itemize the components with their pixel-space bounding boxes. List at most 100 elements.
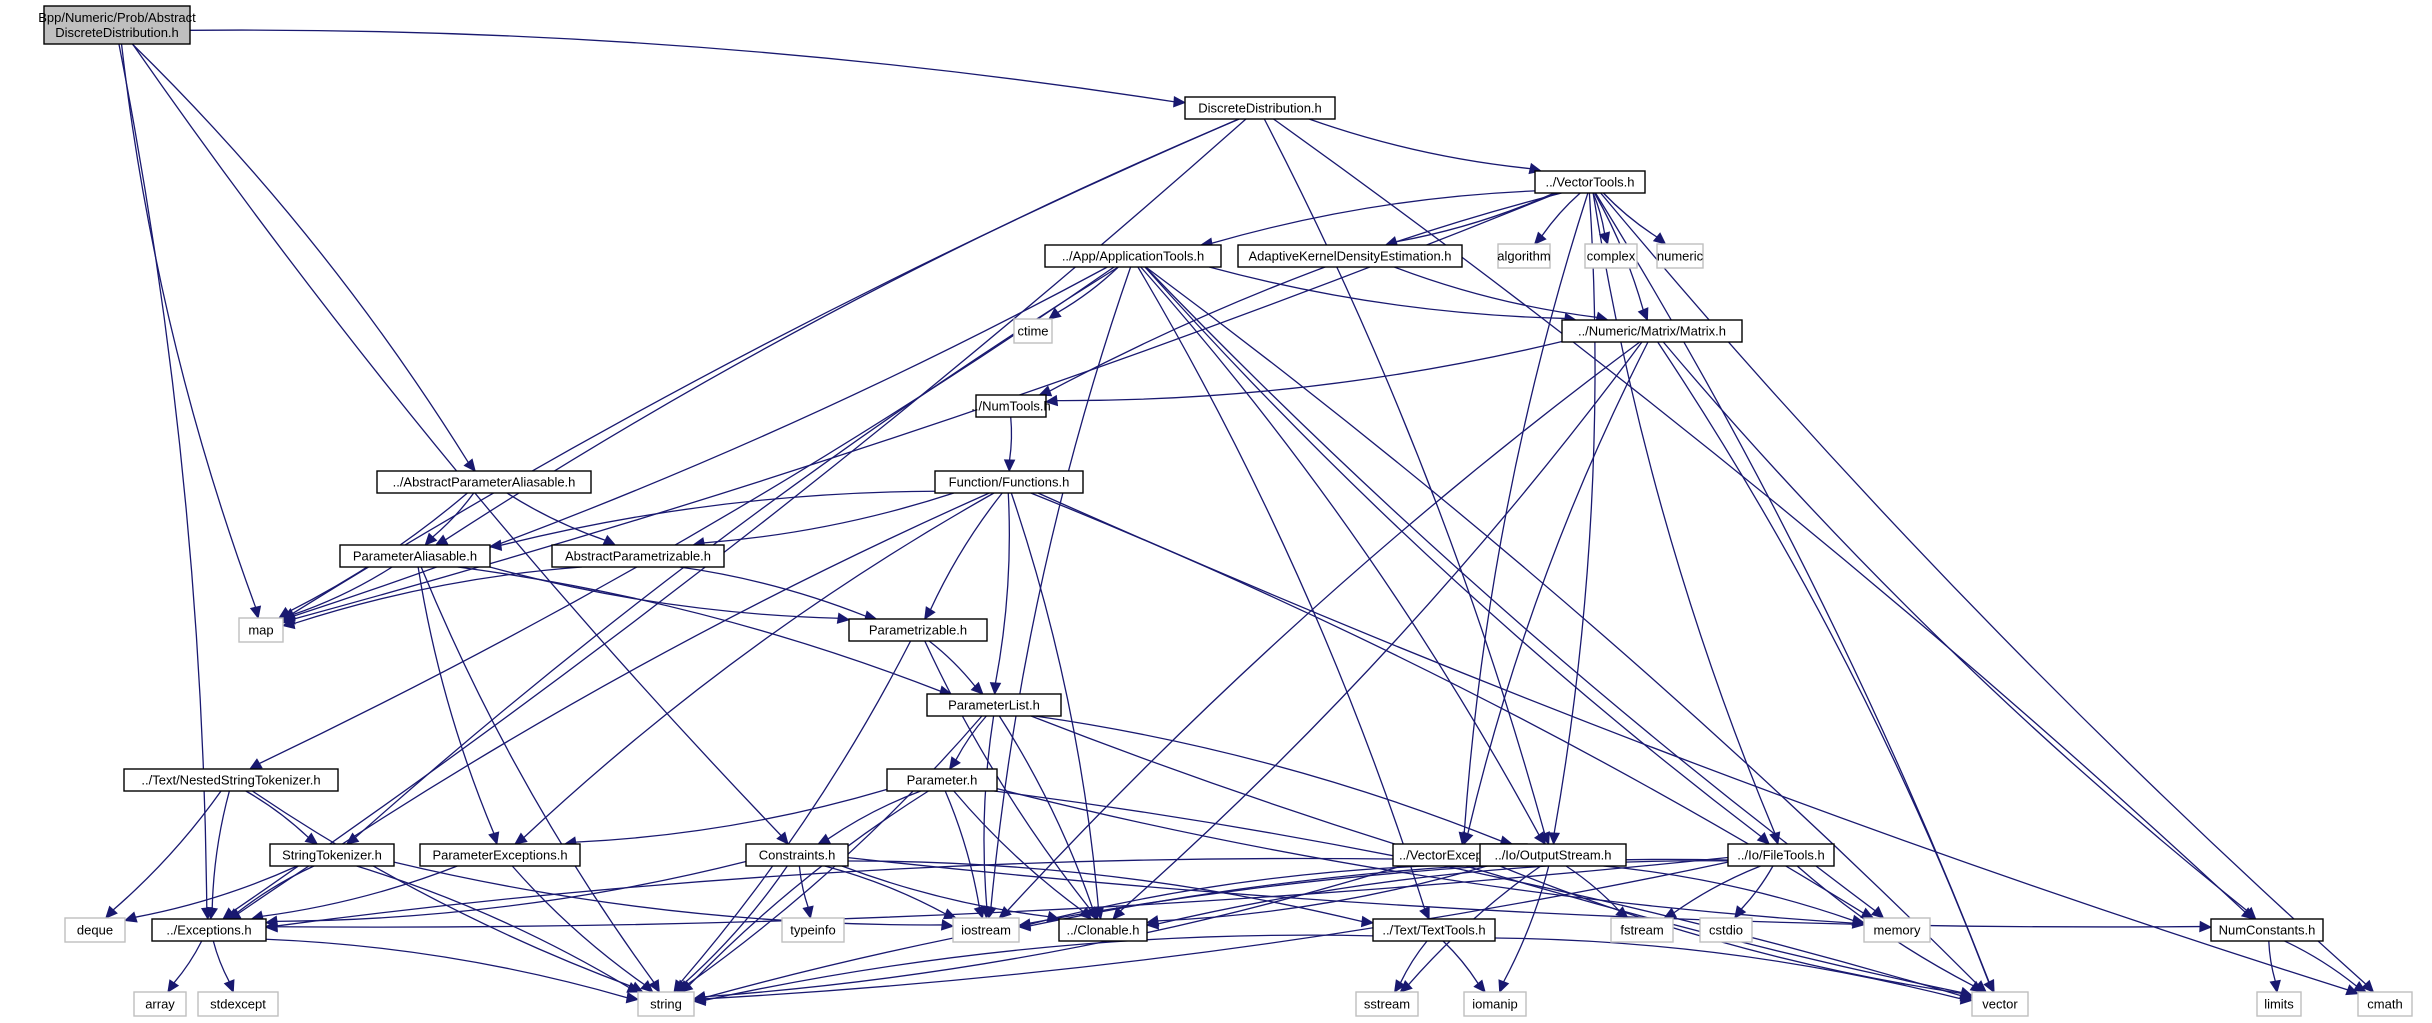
edge-line xyxy=(1208,266,1566,320)
node-algorithm: algorithm xyxy=(1497,243,1551,269)
edge-line xyxy=(929,492,1003,610)
edge-line xyxy=(1157,860,1729,925)
node-os[interactable]: ../Io/OutputStream.h xyxy=(1479,843,1627,867)
edge-ft-to-fstream xyxy=(1663,865,1761,919)
arrowhead-icon xyxy=(1860,907,1875,919)
edge-ft-to-clonable xyxy=(1145,860,1729,930)
node-ft[interactable]: ../Io/FileTools.h xyxy=(1727,843,1835,867)
node-st[interactable]: StringTokenizer.h xyxy=(269,843,395,867)
edge-vt-to-numeric xyxy=(1602,192,1667,245)
edge-line xyxy=(827,790,921,840)
edge-line xyxy=(511,865,645,986)
edge-line xyxy=(953,790,1084,913)
edge-line xyxy=(1740,865,1774,910)
edge-app-to-matrix xyxy=(1208,266,1578,325)
arrowhead-icon xyxy=(2345,984,2360,996)
node-pe[interactable]: ParameterExceptions.h xyxy=(419,843,581,867)
node-box xyxy=(1497,243,1551,269)
node-box xyxy=(1044,244,1222,268)
node-dd[interactable]: DiscreteDistribution.h xyxy=(1184,96,1336,120)
arrowhead-icon xyxy=(1173,95,1187,108)
edge-line xyxy=(1565,865,1620,912)
arrowhead-icon xyxy=(1112,906,1126,920)
arrowhead-icon xyxy=(226,908,240,920)
node-clonable[interactable]: ../Clonable.h xyxy=(1058,918,1148,942)
arrowhead-icon xyxy=(675,979,689,993)
node-label: AbstractParametrizable.h xyxy=(565,549,711,564)
edge-pa-to-pe xyxy=(417,566,500,846)
node-box xyxy=(1584,243,1638,269)
node-label: memory xyxy=(1874,923,1921,938)
edge-line xyxy=(292,266,1108,617)
edge-line xyxy=(259,266,1115,765)
arrowhead-icon xyxy=(105,905,118,919)
edge-matrix-to-ve xyxy=(1462,341,1649,846)
node-label: ../Clonable.h xyxy=(1067,923,1140,938)
edge-parametrizable-to-plist xyxy=(928,640,984,695)
node-box xyxy=(934,470,1084,494)
edge-ft-to-iostream xyxy=(1017,858,1729,932)
edge-line xyxy=(1602,192,1658,238)
arrowhead-icon xyxy=(948,756,961,770)
edge-st-to-deque xyxy=(123,865,298,923)
arrowhead-icon xyxy=(2243,906,2257,920)
edge-dd-to-numconst xyxy=(1273,118,2255,920)
edge-line xyxy=(955,715,987,761)
node-root[interactable]: Bpp/Numeric/Prob/AbstractDiscreteDistrib… xyxy=(38,5,196,45)
edge-ap-to-map xyxy=(281,566,583,630)
edge-app-to-ft xyxy=(1144,266,1770,845)
edge-dd-to-exc xyxy=(222,118,1247,920)
node-functions[interactable]: Function/Functions.h xyxy=(934,470,1084,494)
node-label: DiscreteDistribution.h xyxy=(1198,101,1322,116)
node-numconst[interactable]: NumConstants.h xyxy=(2210,918,2324,942)
node-label: DiscreteDistribution.h xyxy=(55,25,179,40)
node-exc[interactable]: ../Exceptions.h xyxy=(151,918,267,942)
arrowhead-icon xyxy=(1498,979,1510,994)
edge-line xyxy=(704,861,1729,1000)
node-numtools[interactable]: ../NumTools.h xyxy=(971,394,1051,418)
node-vt[interactable]: ../VectorTools.h xyxy=(1534,170,1646,194)
arrowhead-icon xyxy=(602,534,617,546)
edge-app-to-os xyxy=(1140,266,1546,845)
edge-line xyxy=(1157,865,1488,922)
edge-vt-to-numtools xyxy=(1038,192,1562,397)
edge-numconst-to-cmath xyxy=(2284,940,2367,993)
arrowhead-icon xyxy=(1017,920,1031,932)
edge-app-to-map xyxy=(281,266,1108,622)
node-parametrizable[interactable]: Parametrizable.h xyxy=(848,618,988,642)
node-box xyxy=(975,394,1047,418)
node-complex: complex xyxy=(1584,243,1638,269)
node-ap[interactable]: AbstractParametrizable.h xyxy=(551,544,725,568)
node-label: Constraints.h xyxy=(759,848,836,863)
node-tt[interactable]: ../Text/TextTools.h xyxy=(1372,918,1496,942)
arrowhead-icon xyxy=(1959,993,1974,1005)
node-matrix[interactable]: ../Numeric/Matrix/Matrix.h xyxy=(1561,319,1743,343)
edge-line xyxy=(1657,341,1990,983)
edge-line xyxy=(798,865,809,908)
node-akde[interactable]: AdaptiveKernelDensityEstimation.h xyxy=(1237,244,1463,268)
edge-plist-to-os xyxy=(1034,715,1514,847)
node-label: ../App/ApplicationTools.h xyxy=(1062,249,1204,264)
edge-apa-to-pa xyxy=(424,492,475,546)
node-apa[interactable]: ../AbstractParameterAliasable.h xyxy=(376,470,592,494)
node-pa[interactable]: ParameterAliasable.h xyxy=(339,544,491,568)
edge-line xyxy=(355,266,1119,838)
node-box xyxy=(637,991,695,1017)
edge-ap-to-parametrizable xyxy=(679,566,878,622)
arrowhead-icon xyxy=(625,991,640,1004)
node-label: cmath xyxy=(2367,997,2402,1012)
edge-plist-to-param xyxy=(948,715,987,770)
edge-line xyxy=(420,566,655,983)
edge-line xyxy=(292,118,1240,614)
edge-line xyxy=(928,640,976,687)
edge-exc-to-array xyxy=(167,940,203,994)
node-param[interactable]: Parameter.h xyxy=(886,768,998,792)
edge-line xyxy=(1399,940,1428,983)
node-plist[interactable]: ParameterList.h xyxy=(926,693,1062,717)
node-constraints[interactable]: Constraints.h xyxy=(745,843,849,867)
node-app[interactable]: ../App/ApplicationTools.h xyxy=(1044,244,1222,268)
node-box xyxy=(952,917,1020,943)
node-nst[interactable]: ../Text/NestedStringTokenizer.h xyxy=(123,768,339,792)
edge-line xyxy=(173,940,203,984)
arrowhead-icon xyxy=(940,919,955,931)
